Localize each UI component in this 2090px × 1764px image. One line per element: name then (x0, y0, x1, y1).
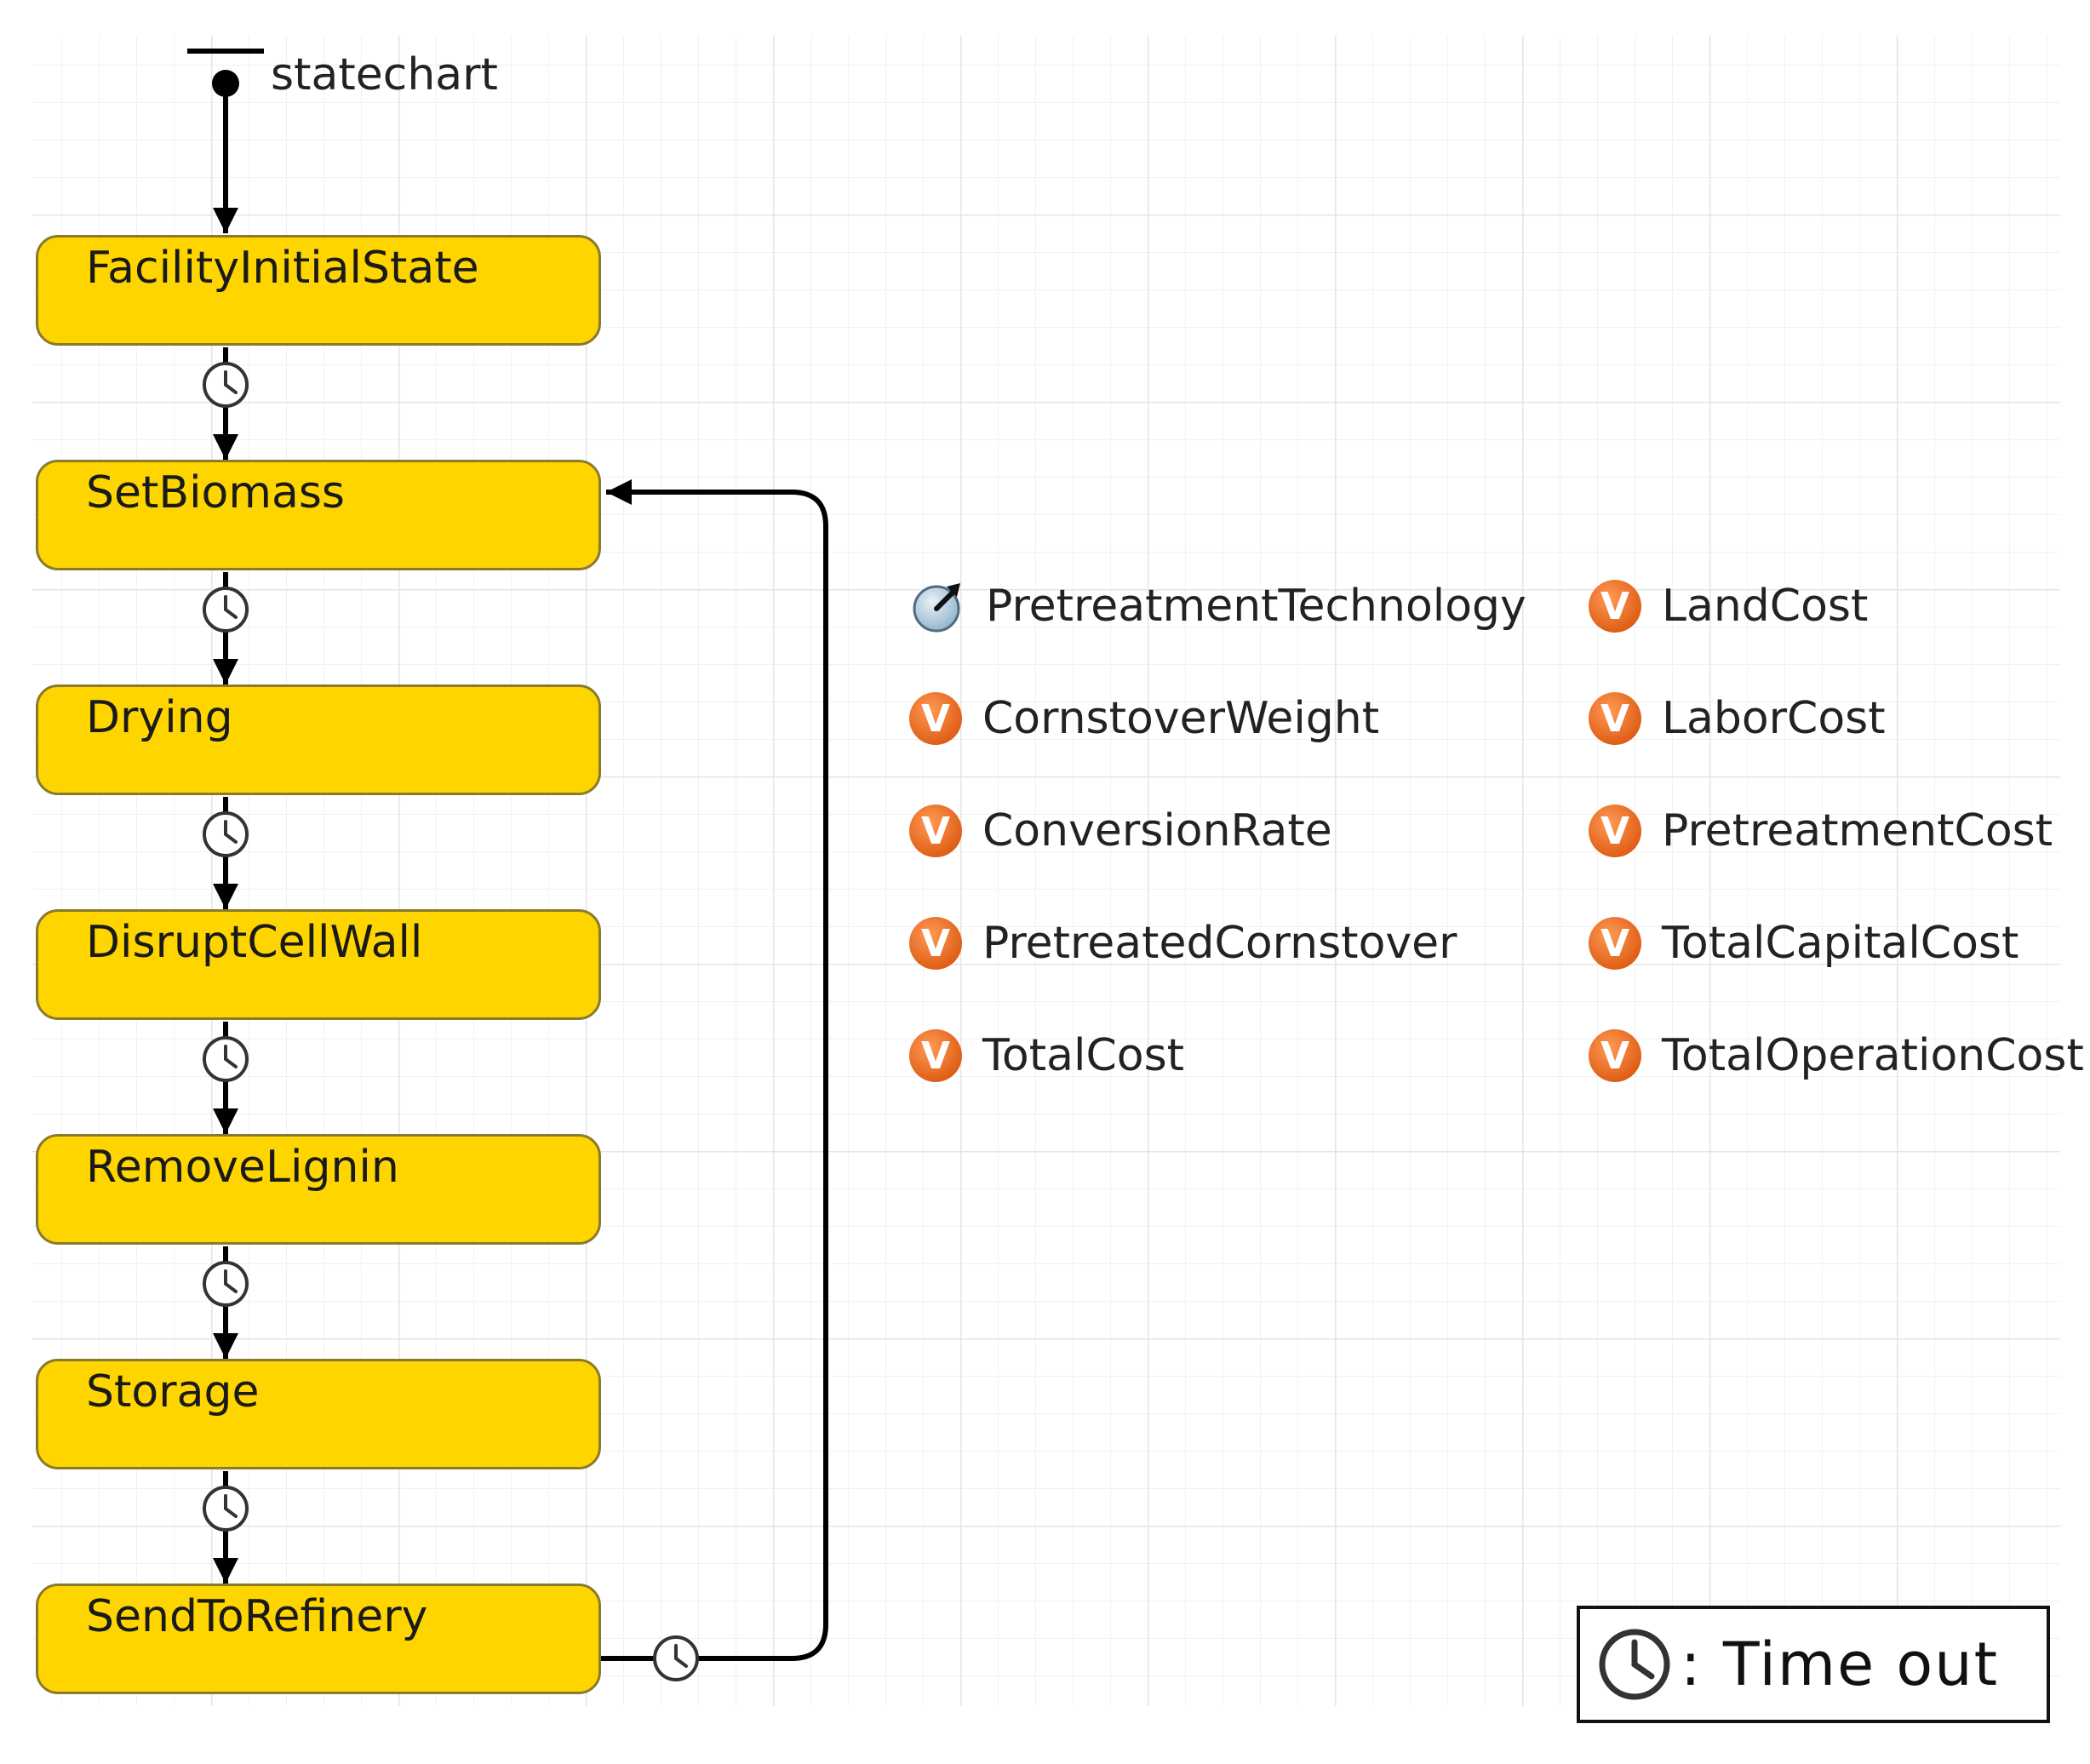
clock-icon (653, 1635, 699, 1681)
legend: : Time out (1577, 1606, 2050, 1723)
transition-storage-to-sendtorefinery (203, 1471, 249, 1584)
clock-icon (203, 1036, 249, 1082)
state-setbiomass[interactable]: SetBiomass (36, 460, 601, 570)
transition-setbiomass-to-drying (203, 572, 249, 684)
variable-item[interactable]: V TotalCapitalCost (1589, 913, 2018, 974)
variable-item[interactable]: V PretreatedCornstover (909, 913, 1457, 974)
variable-item[interactable]: V CornstoverWeight (909, 688, 1379, 749)
state-label: SetBiomass (86, 467, 346, 518)
variable-icon: V (909, 917, 962, 970)
state-disruptcellwall[interactable]: DisruptCellWall (36, 909, 601, 1020)
variable-label: TotalCapitalCost (1662, 918, 2019, 969)
variable-label: TotalCost (982, 1030, 1185, 1081)
variable-item[interactable]: V TotalOperationCost (1589, 1025, 2084, 1086)
state-drying[interactable]: Drying (36, 684, 601, 795)
transition-facilityinitialstate-to-setbiomass (203, 347, 249, 460)
state-label: Drying (86, 692, 233, 743)
clock-icon (203, 587, 249, 633)
state-label: DisruptCellWall (86, 917, 423, 968)
variable-label: TotalOperationCost (1662, 1030, 2084, 1081)
state-removelignin[interactable]: RemoveLignin (36, 1134, 601, 1245)
transition-disruptcellwall-to-removelignin (203, 1022, 249, 1134)
transition-drying-to-disruptcellwall (203, 797, 249, 909)
variable-item[interactable]: V PretreatmentCost (1589, 800, 2053, 862)
clock-icon (203, 1261, 249, 1307)
transition-removelignin-to-storage (203, 1246, 249, 1359)
variable-icon: V (909, 805, 962, 857)
variable-item[interactable]: V LandCost (1589, 576, 1868, 637)
variable-icon: V (1589, 805, 1641, 857)
state-sendtorefinery[interactable]: SendToRefinery (36, 1584, 601, 1694)
variable-item[interactable]: V LaborCost (1589, 688, 1886, 749)
statechart-title: statechart (271, 49, 498, 100)
variable-icon: V (909, 692, 962, 745)
variable-icon: V (1589, 580, 1641, 633)
state-label: SendToRefinery (86, 1591, 428, 1642)
parameter-icon (913, 583, 960, 633)
state-storage[interactable]: Storage (36, 1359, 601, 1469)
variable-icon: V (1589, 1029, 1641, 1082)
variable-icon: V (909, 1029, 962, 1082)
parameter-item[interactable]: PretreatmentTechnology (909, 576, 1526, 637)
variable-item[interactable]: V TotalCost (909, 1025, 1184, 1086)
legend-label: : Time out (1681, 1629, 2000, 1699)
clock-icon (203, 1486, 249, 1532)
clock-icon (203, 811, 249, 857)
parameter-label: PretreatmentTechnology (986, 581, 1526, 632)
variable-label: CornstoverWeight (982, 693, 1380, 744)
state-facilityinitialstate[interactable]: FacilityInitialState (36, 235, 601, 346)
variable-label: PretreatedCornstover (982, 918, 1457, 969)
variable-item[interactable]: V ConversionRate (909, 800, 1332, 862)
variable-icon: V (1589, 692, 1641, 745)
variable-label: LandCost (1662, 581, 1869, 632)
state-label: FacilityInitialState (86, 243, 479, 294)
variable-icon: V (1589, 917, 1641, 970)
transition-sendtorefinery-to-setbiomass (601, 479, 828, 1681)
initial-state-marker (187, 49, 264, 97)
clock-icon (203, 362, 249, 408)
variable-label: ConversionRate (982, 805, 1332, 856)
variable-label: PretreatmentCost (1662, 805, 2053, 856)
clock-icon (1599, 1629, 1670, 1700)
state-label: Storage (86, 1366, 260, 1418)
variable-label: LaborCost (1662, 693, 1886, 744)
state-label: RemoveLignin (86, 1142, 399, 1193)
